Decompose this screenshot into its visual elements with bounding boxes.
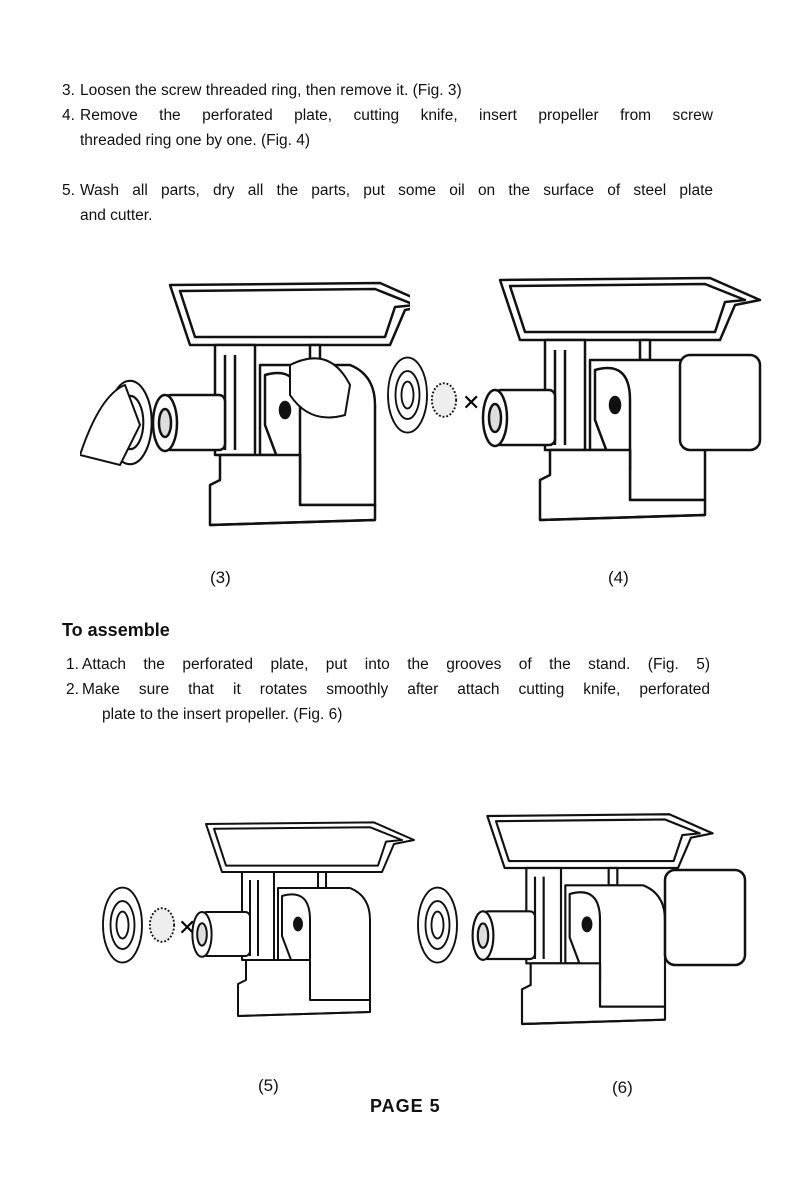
figure-5-illustration: ✕	[101, 821, 416, 1018]
figure-3-illustration	[80, 281, 410, 527]
figure-6-caption: (6)	[612, 1078, 633, 1097]
page-number: PAGE 5	[370, 1096, 441, 1116]
svg-text:✕: ✕	[462, 391, 480, 416]
section-heading-assemble: To assemble	[62, 620, 170, 640]
figure-3-caption: (3)	[210, 568, 231, 587]
figure-6-illustration	[416, 813, 747, 1026]
figure-4-caption: (4)	[608, 568, 629, 587]
figure-4-illustration: ✕	[386, 276, 762, 522]
figure-5-caption: (5)	[258, 1076, 279, 1095]
